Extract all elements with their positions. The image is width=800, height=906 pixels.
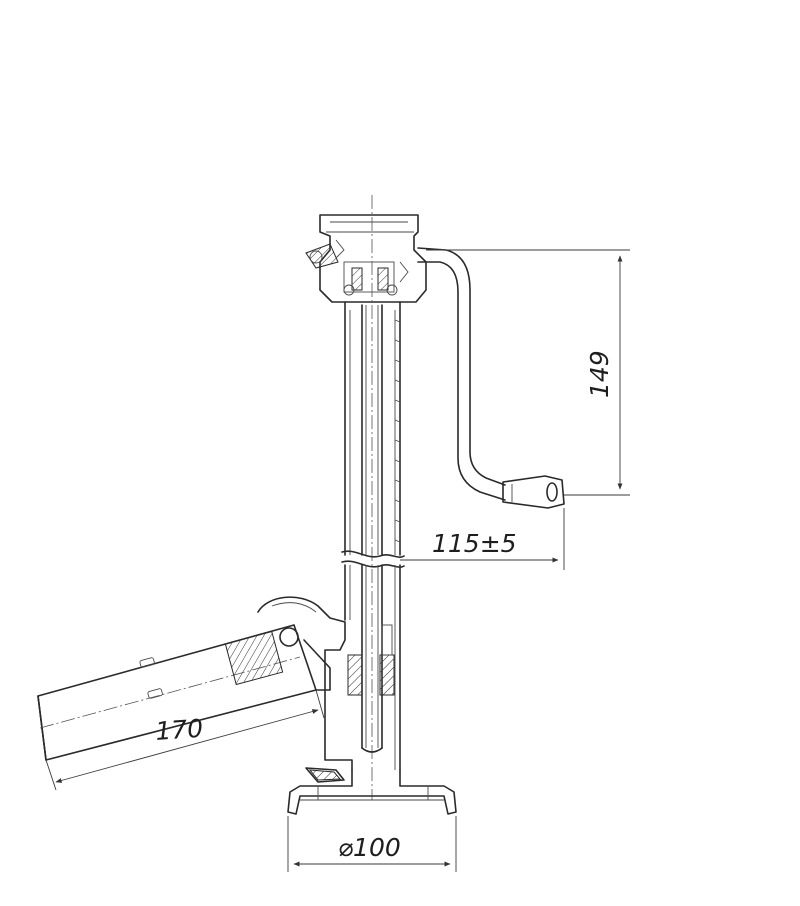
dim-crank-height: 149: [426, 249, 630, 496]
gear-head: [305, 214, 427, 303]
column-tube: [341, 301, 405, 771]
dim-handle-length: 170: [45, 689, 325, 791]
label-foot-diameter: ⌀100: [338, 833, 401, 862]
dim-foot-diameter: ⌀100: [287, 816, 457, 872]
label-crank-reach: 115±5: [432, 529, 517, 558]
label-crank-height: 149: [585, 350, 614, 398]
crank-handle: [417, 247, 565, 509]
pivot-bracket: [257, 596, 353, 771]
label-handle-length: 170: [154, 714, 204, 746]
dim-crank-reach: 115±5: [400, 508, 565, 570]
crank-knob: [546, 482, 558, 502]
